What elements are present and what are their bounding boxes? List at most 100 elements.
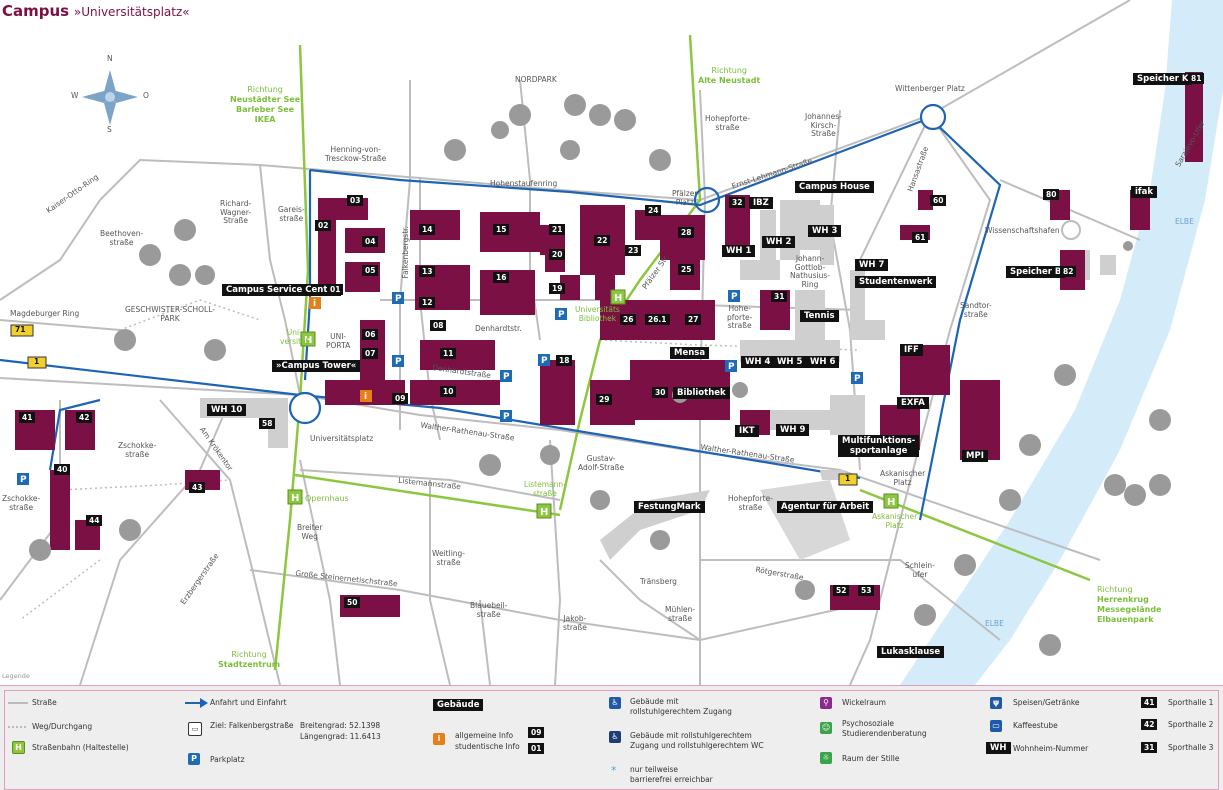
- building-26: 26: [620, 314, 637, 325]
- wh-1: WH 1: [722, 245, 756, 258]
- building-82: 82: [1060, 266, 1077, 277]
- street-zschokke-1: Zschokke- straße: [118, 441, 157, 459]
- stop-universitaet: Uni- versität: [280, 328, 309, 347]
- street-beethoven: Beethoven- straße: [100, 229, 144, 247]
- building-22: 22: [594, 235, 611, 246]
- wh-10: WH 10: [207, 404, 247, 417]
- map-title: Campus: [2, 2, 70, 20]
- legend-sh3: Sporthalle 3: [1168, 743, 1214, 752]
- building-19: 19: [549, 283, 566, 294]
- label-campus-house: Campus House: [795, 181, 874, 194]
- stop-askanischer: Askanischer Platz: [872, 512, 918, 531]
- road-71: 71: [15, 325, 26, 334]
- legend-wh-icon: WH: [986, 742, 1011, 755]
- legend-rollstuhl: Gebäude mit rollstuhlgerechtem Zugang: [630, 697, 732, 716]
- legend-sh2: Sporthalle 2: [1168, 720, 1214, 729]
- legend-wickel-icon: ⚲: [820, 697, 832, 709]
- svg-text:P: P: [395, 357, 402, 367]
- legend-wheelchair-wc-icon: ♿: [609, 731, 621, 743]
- building-81: 81: [1188, 73, 1205, 84]
- legend-info-icon: i: [433, 733, 445, 745]
- street-askanischer: Askanischer Platz: [880, 469, 926, 487]
- svg-text:i: i: [313, 299, 316, 309]
- street-gareis: Gareis- straße: [278, 205, 305, 223]
- legend-tram-icon: H: [12, 741, 25, 754]
- legend-sh1: Sporthalle 1: [1168, 698, 1214, 707]
- building-08: 08: [430, 320, 447, 331]
- legend-num-09: 09: [528, 727, 545, 738]
- street-muehlen: Mühlen- straße: [665, 605, 696, 623]
- legend-allgemeine: allgemeine Info: [455, 731, 514, 740]
- building-23: 23: [625, 245, 642, 256]
- legend-wohnheim: Wohnheim-Nummer: [1013, 744, 1089, 753]
- svg-text:P: P: [503, 412, 510, 422]
- building-44: 44: [86, 515, 103, 526]
- info-icons: i i: [309, 297, 372, 402]
- legend-stille: Raum der Stille: [842, 754, 900, 763]
- building-06: 06: [362, 329, 379, 340]
- legend-strasse: Straße: [32, 698, 57, 707]
- street-schleinufer: Schlein- ufer: [905, 561, 935, 579]
- building-13: 13: [419, 266, 436, 277]
- building-80: 80: [1043, 189, 1060, 200]
- building-01: 01: [327, 284, 344, 295]
- label-iff: IFF: [900, 344, 923, 357]
- street-sandtor: Sandtor- straße: [960, 301, 992, 319]
- building-41: 41: [19, 412, 36, 423]
- building-31: 31: [771, 291, 788, 302]
- legend-wheelchair-icon: ♿: [609, 697, 621, 709]
- building-53: 53: [858, 585, 875, 596]
- label-agentur: Agentur für Arbeit: [777, 501, 874, 514]
- building-50: 50: [344, 597, 361, 608]
- building-18: 18: [556, 355, 573, 366]
- stop-listemann: Listemann- straße: [524, 480, 566, 499]
- street-hohepforte-3: Hohepforte- straße: [728, 494, 773, 512]
- building-20: 20: [549, 249, 566, 260]
- parking: P P P P P P P P P P: [17, 290, 863, 485]
- svg-text:P: P: [854, 374, 861, 384]
- street-johannes: Johannes- Kirsch- Straße: [805, 112, 842, 139]
- legend-anfahrt: Anfahrt und Einfahrt: [210, 698, 287, 707]
- legend-stille-icon: ☼: [820, 752, 832, 764]
- building-32: 32: [729, 197, 746, 208]
- wh-2: WH 2: [762, 236, 796, 249]
- label-bibliothek: Bibliothek: [673, 387, 730, 400]
- compass-w: W: [71, 91, 79, 100]
- legend-studentische: studentische Info: [455, 742, 520, 751]
- wh-4: WH 4: [741, 356, 775, 369]
- building-04: 04: [362, 236, 379, 247]
- legend-psycho-icon: ☺: [820, 722, 832, 734]
- street-nordpark: NORDPARK: [515, 75, 557, 84]
- building-40: 40: [54, 464, 71, 475]
- trees: [29, 94, 1171, 656]
- wh-9: WH 9: [776, 424, 810, 437]
- building-10: 10: [440, 386, 457, 397]
- compass-o: O: [143, 91, 149, 100]
- street-breiter: Breiter Weg: [297, 523, 323, 541]
- building-07: 07: [362, 348, 379, 359]
- map-subtitle: »Universitätsplatz«: [73, 5, 190, 19]
- building-25: 25: [678, 264, 695, 275]
- building-15: 15: [493, 224, 510, 235]
- legend-wickelraum: Wickelraum: [842, 698, 886, 707]
- wh-7: WH 7: [855, 259, 889, 272]
- uniporta-label: UNI- PORTA: [326, 332, 351, 350]
- legend-strassenbahn: Straßenbahn (Haltestelle): [32, 743, 129, 752]
- river-label-1: ELBE: [1175, 217, 1194, 226]
- street-pfaelzer-platz: Pfälzer Platz: [672, 189, 698, 207]
- street-magdeburger: Magdeburger Ring: [10, 309, 80, 318]
- building-58: 58: [259, 418, 276, 429]
- legend-sh1-num: 41: [1141, 697, 1158, 708]
- label-mensa: Mensa: [670, 347, 710, 360]
- building-11: 11: [440, 348, 457, 359]
- street-falken: Falkenbergstr.: [400, 226, 410, 279]
- wh-6: WH 6: [806, 356, 840, 369]
- svg-text:H: H: [614, 293, 622, 304]
- building-27: 27: [685, 314, 702, 325]
- street-universitaetsplatz: Universitätsplatz: [310, 434, 374, 443]
- legend-title: Legende: [2, 672, 30, 680]
- building-05: 05: [362, 265, 379, 276]
- label-festungmark: FestungMark: [634, 501, 705, 514]
